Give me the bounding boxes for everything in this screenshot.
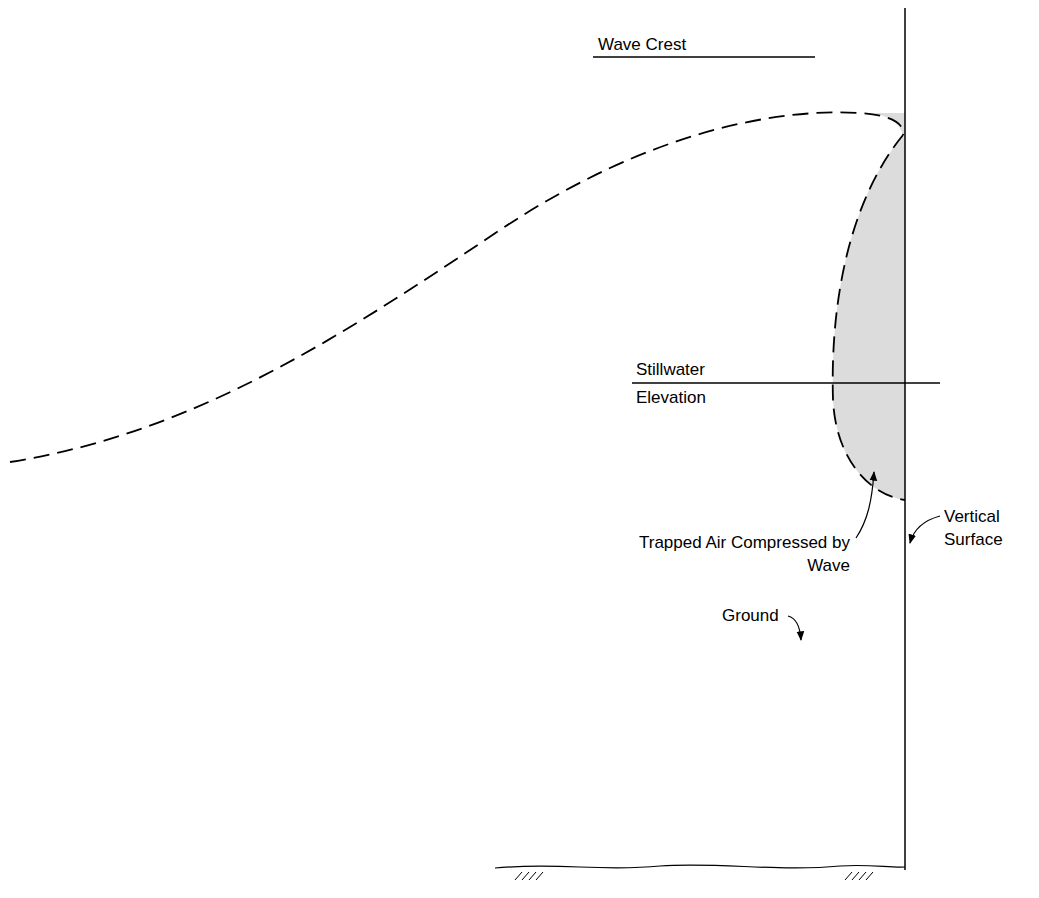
ground-hatch (515, 872, 873, 880)
stillwater-line (632, 382, 940, 384)
stillwater-label: Stillwater Elevation (636, 356, 726, 412)
leader-line (910, 516, 940, 543)
ground-label: Ground (722, 605, 792, 627)
leader-line (788, 616, 801, 640)
wall-label: Vertical Surface (944, 505, 1034, 551)
wave-front (833, 135, 905, 500)
crest-line (593, 56, 815, 58)
vertical-wall (904, 8, 906, 870)
crest-label: Wave Crest (598, 34, 798, 56)
wave-profile (10, 112, 903, 462)
ground-line (495, 865, 905, 868)
trapped-air-region (833, 113, 905, 500)
leader-line (856, 472, 874, 538)
trapped-air-label: Trapped Air Compressed by Wave (620, 531, 850, 577)
